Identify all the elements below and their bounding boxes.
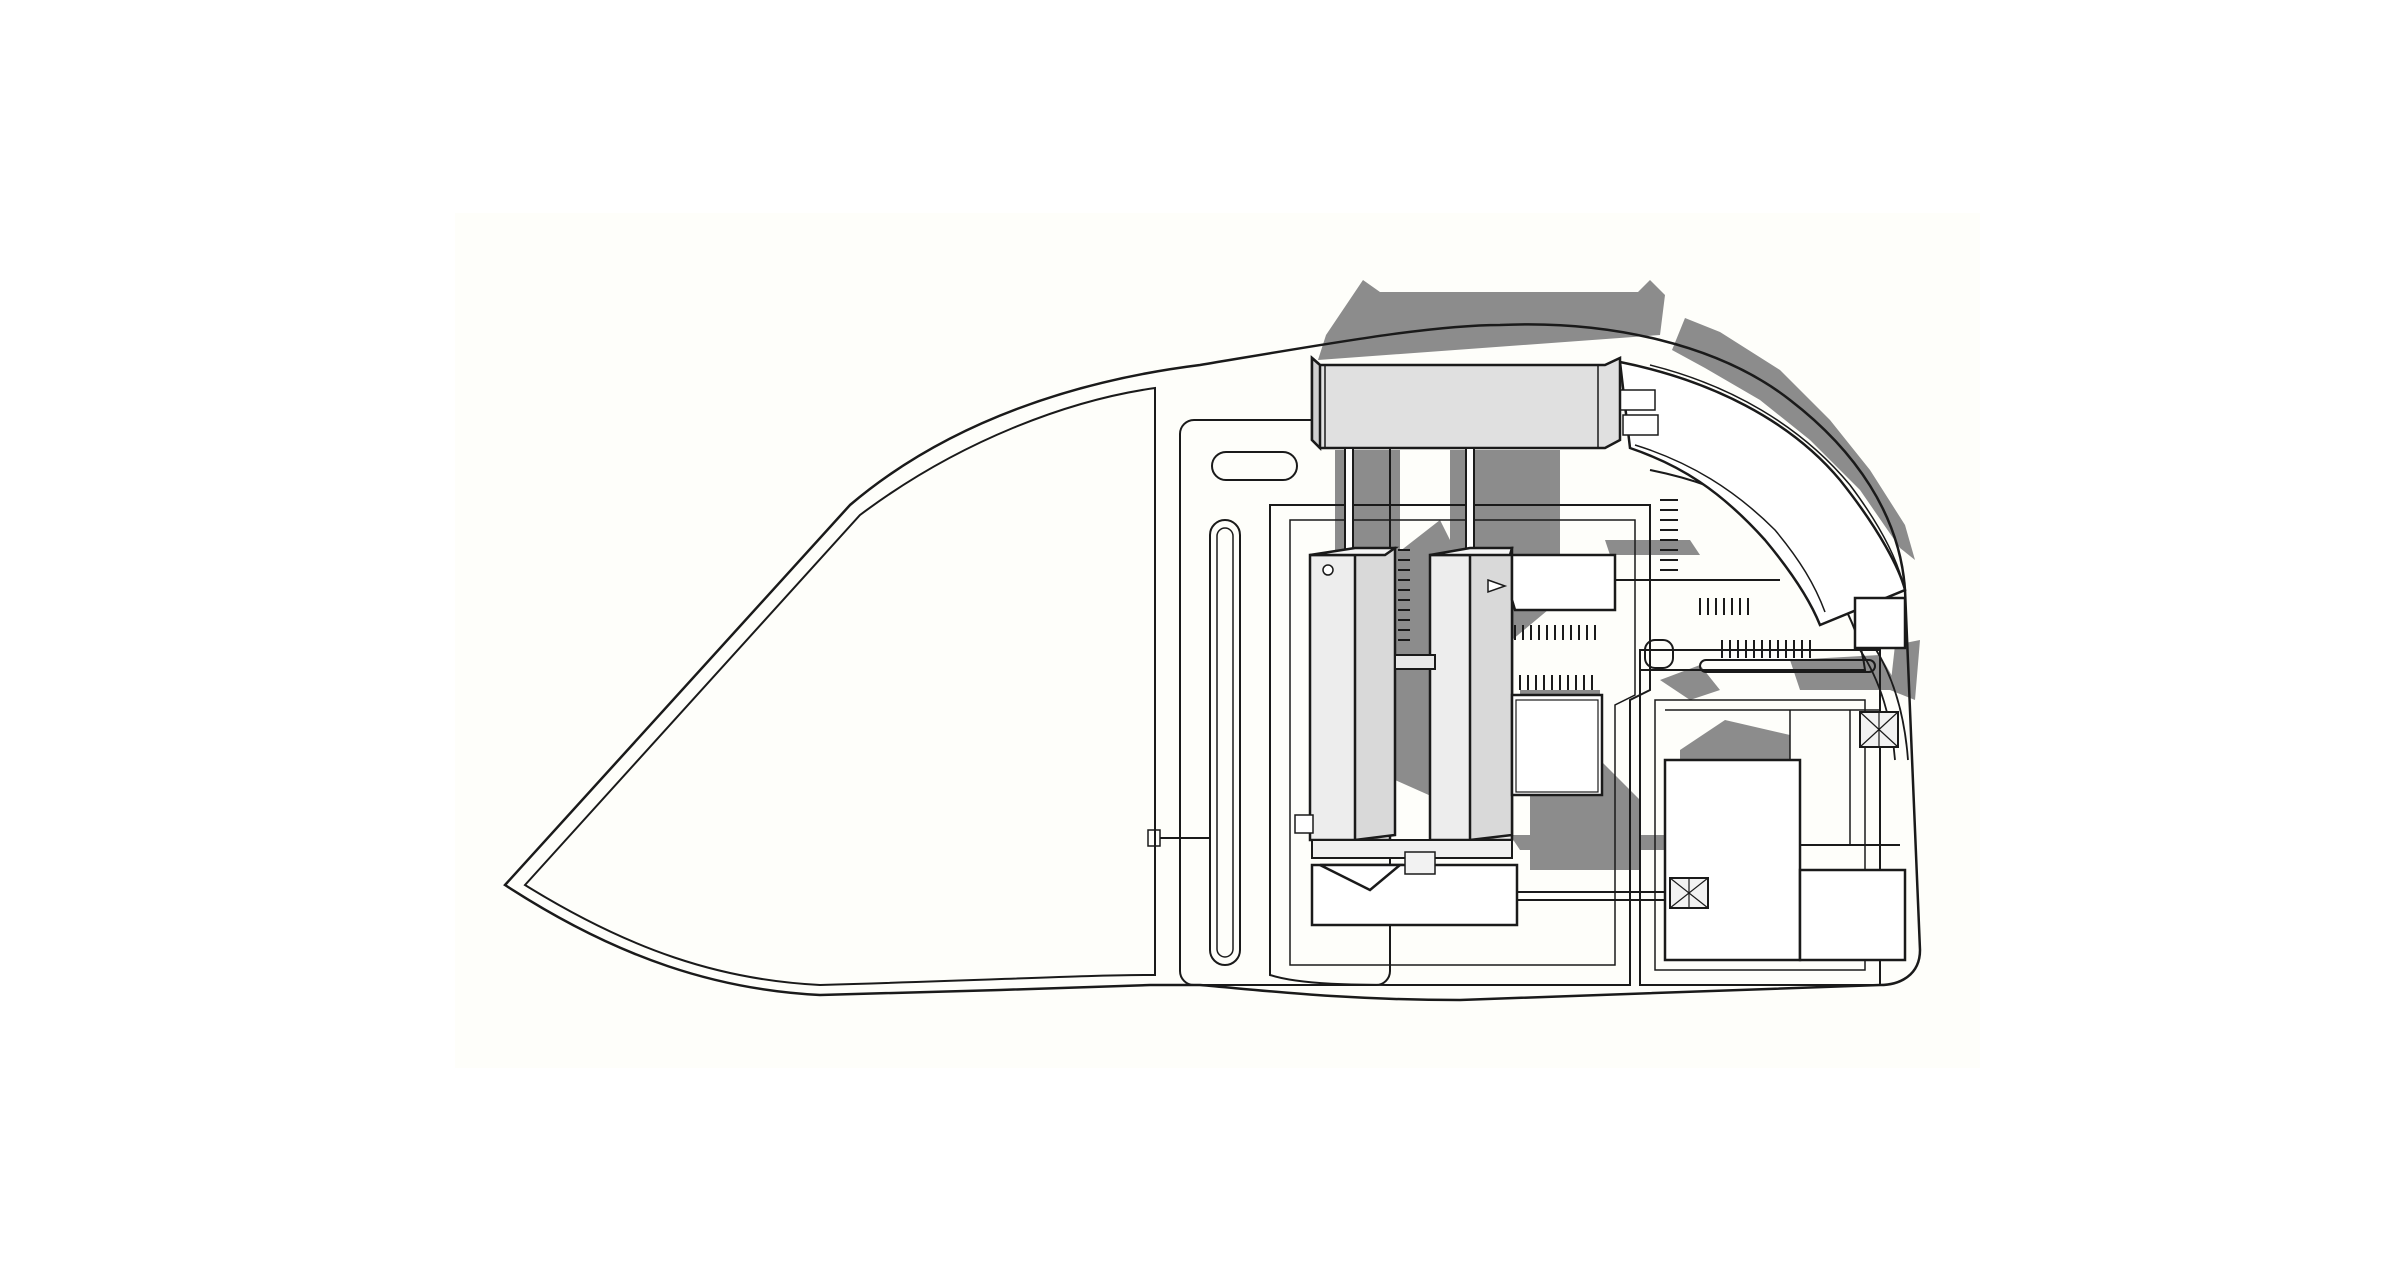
long-bench <box>1699 659 1876 673</box>
courtyard-left-frame <box>1269 504 1651 986</box>
post-right <box>1465 447 1475 554</box>
pavilion-bridge-end <box>1669 877 1709 909</box>
courtyard-left-inner <box>1289 519 1636 966</box>
mid-shadow-2 <box>1660 665 1720 700</box>
tower-base-tab <box>1294 814 1314 834</box>
mid-shadow-1 <box>1605 540 1700 555</box>
right-building-main <box>1663 758 1802 962</box>
forecourt-wedge <box>1319 863 1404 892</box>
tower-right-cap <box>1429 546 1514 557</box>
forecourt-emblem <box>1404 851 1436 875</box>
wing-tab-1 <box>1619 389 1656 411</box>
right-edge-shadow <box>1890 640 1920 700</box>
pavilion-wing-end <box>1859 711 1899 748</box>
tower-left-cap <box>1309 546 1399 557</box>
site-boundary <box>503 323 1922 1002</box>
post-left <box>1344 447 1354 554</box>
site-outline-outer <box>503 323 1922 1002</box>
tower-right-notch <box>1487 578 1508 594</box>
curved-wing-body <box>1618 360 1907 627</box>
hatch-group-3 <box>1699 598 1749 615</box>
pavilions <box>1669 711 1899 909</box>
wing-tab-2 <box>1622 414 1659 436</box>
corridor-slot-inner <box>1216 527 1234 958</box>
curved-wing-outer-line <box>1649 364 1903 581</box>
curved-wing-inner-line <box>1634 444 1826 613</box>
roof-shadow <box>1318 280 1665 360</box>
hatch-group-1 <box>1514 625 1596 640</box>
right-building-annex <box>1798 868 1907 962</box>
site-outline-inner <box>523 386 1156 987</box>
block-east <box>1510 553 1617 612</box>
tower-left-marker <box>1322 564 1334 576</box>
main-roof <box>1310 355 1622 452</box>
courtyard-right-frame <box>1639 649 1881 986</box>
step-hatching <box>1398 499 1811 690</box>
tower-right-side <box>1468 546 1514 842</box>
round-pad <box>1644 639 1674 669</box>
right-buildings <box>1663 709 1907 962</box>
corridor-slot <box>1209 519 1241 966</box>
courtyard-right-inner <box>1654 699 1866 971</box>
tower-link <box>1394 654 1436 670</box>
curved-wing-shadow <box>1672 318 1915 560</box>
tower-left-side <box>1353 546 1397 842</box>
twin-towers <box>1294 546 1514 859</box>
hatch-group-2 <box>1519 675 1593 690</box>
forecourt <box>1310 851 1680 927</box>
hatch-group-4 <box>1721 640 1811 658</box>
block-south-inner <box>1515 699 1599 793</box>
roof-side-face <box>1310 355 1322 452</box>
roof-top-face <box>1310 355 1622 450</box>
tower-right <box>1428 546 1514 842</box>
upper-pill <box>1211 451 1298 481</box>
wing-arc-walk-2 <box>1874 647 1909 761</box>
curved-wing <box>1618 360 1909 761</box>
wing-end-block <box>1853 596 1907 650</box>
side-blocks <box>1510 553 1780 797</box>
hatch-group-6 <box>1398 549 1410 641</box>
tower-left <box>1308 546 1399 842</box>
